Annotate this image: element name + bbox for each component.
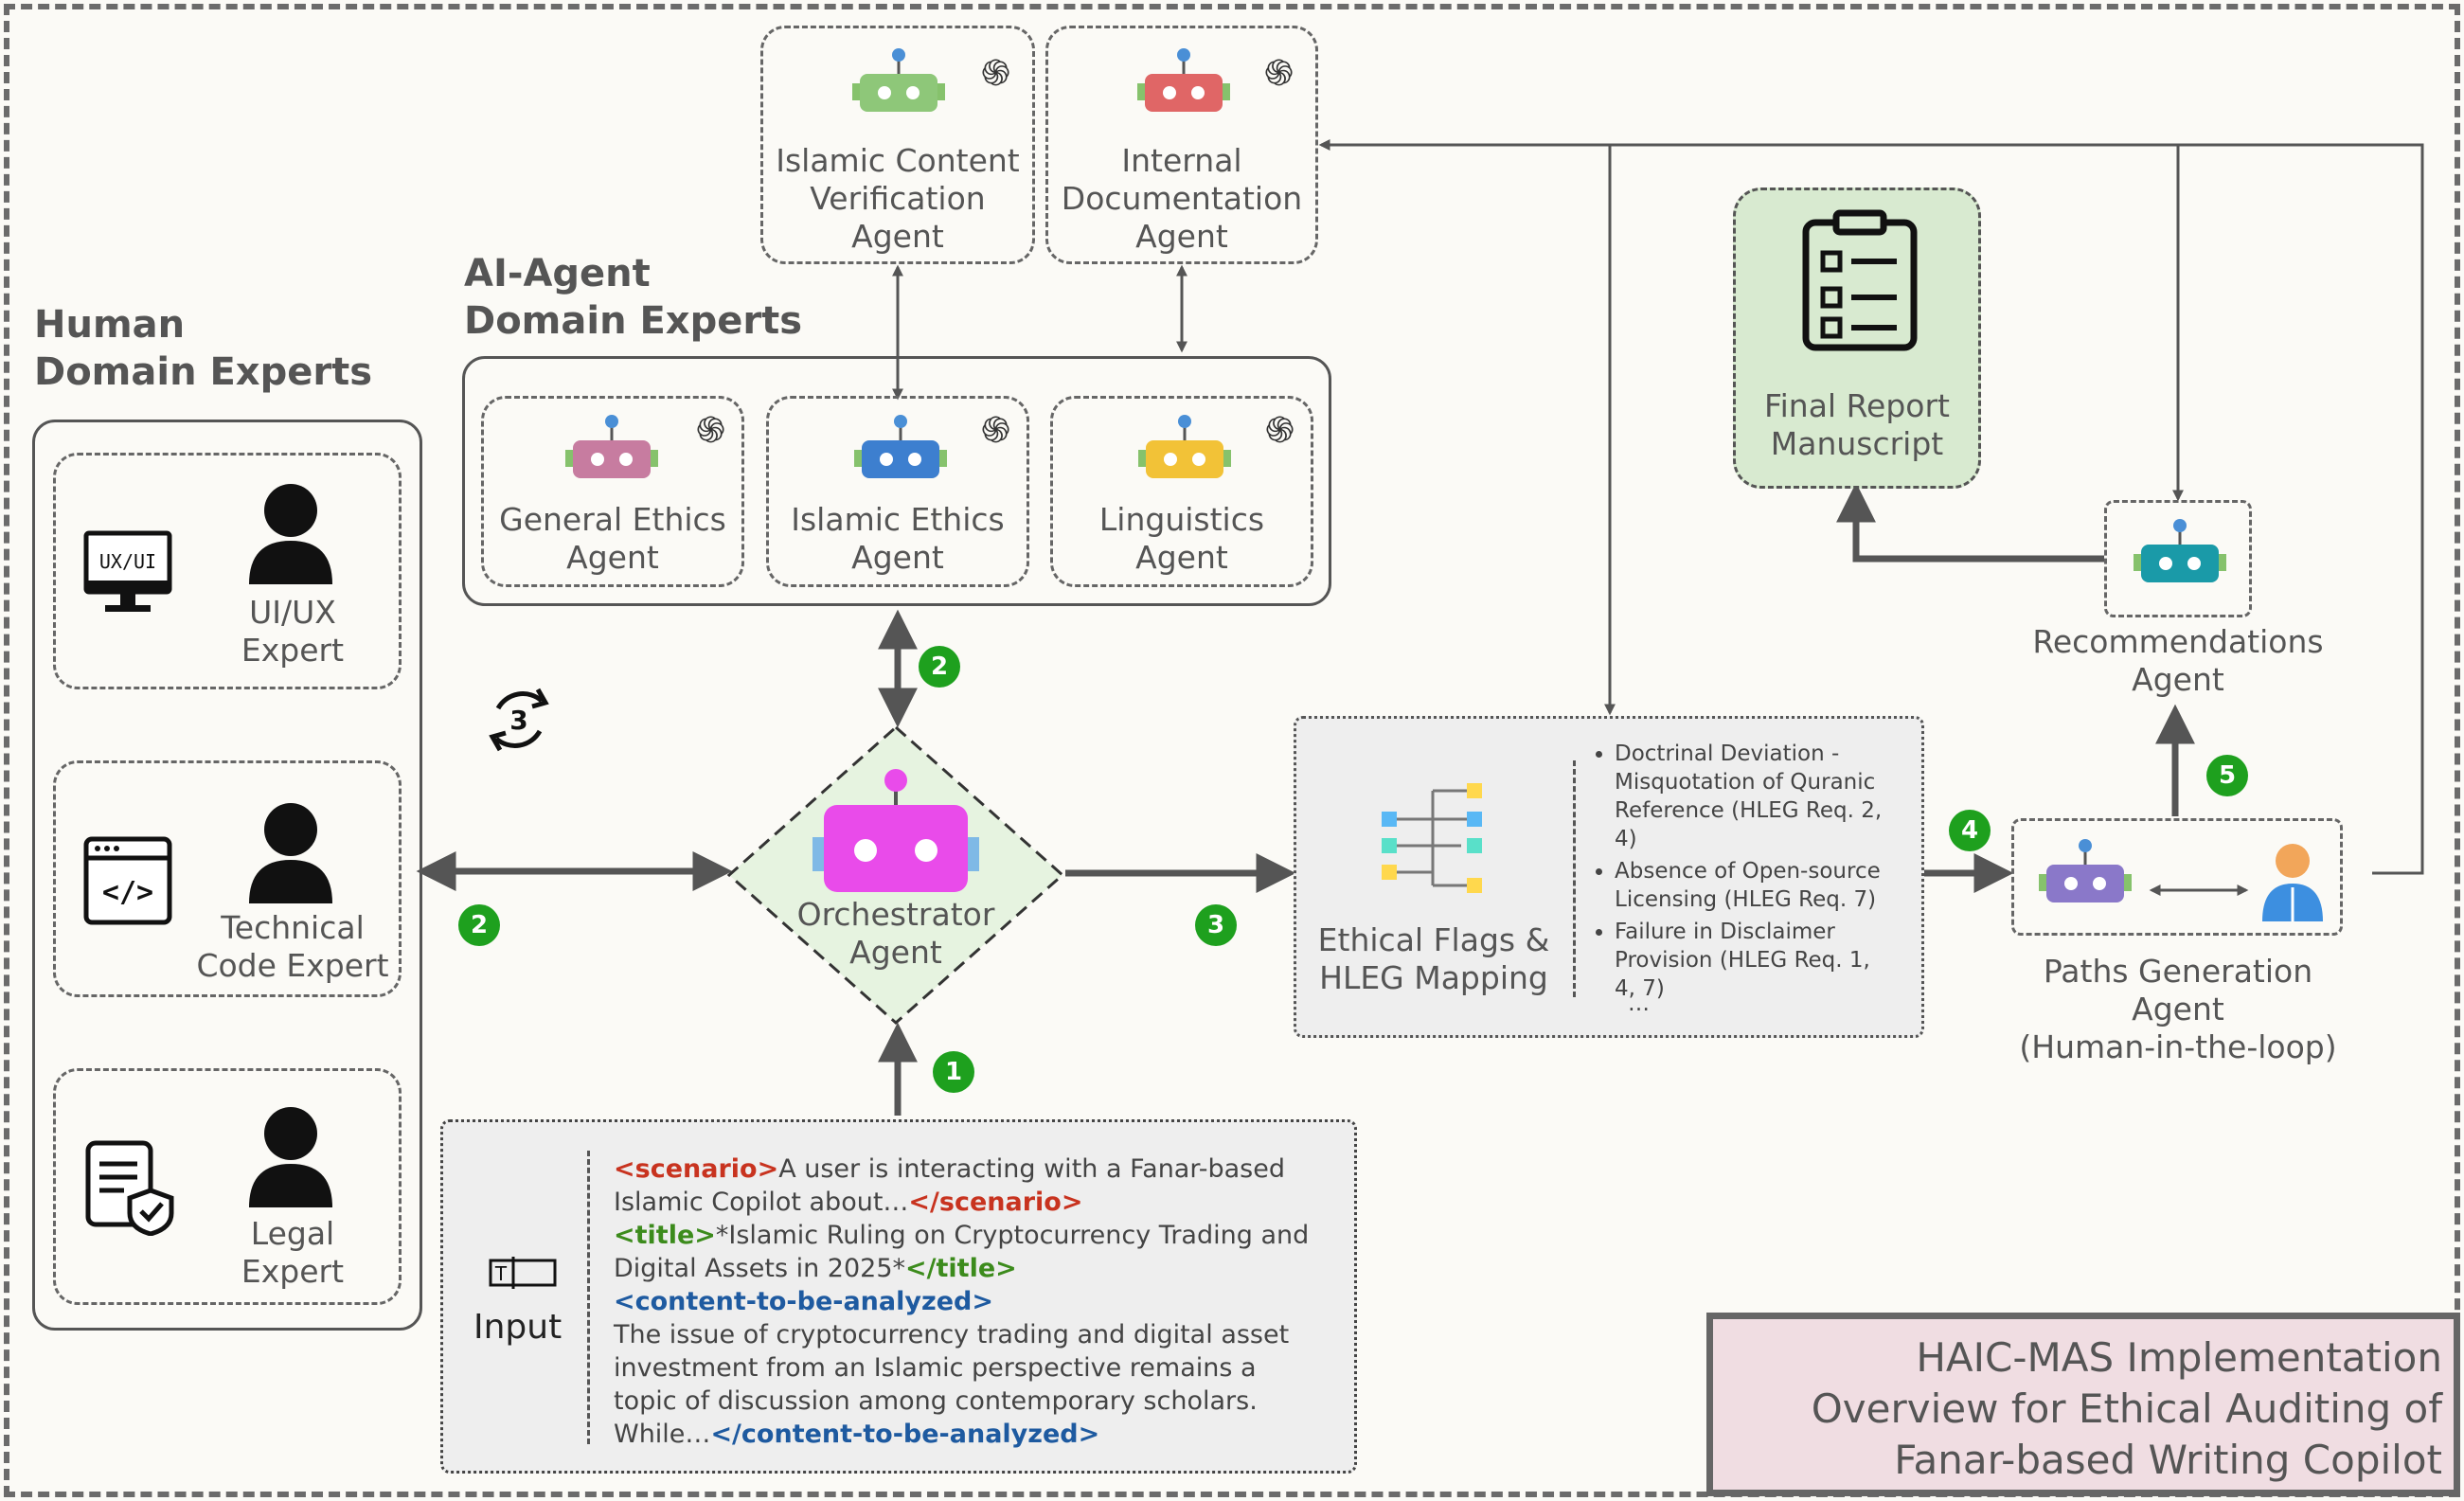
step-badge-2: 2 xyxy=(458,904,500,946)
paths-generation-label: Paths Generation Agent (Human-in-the-loo… xyxy=(2019,953,2337,1065)
flags-divider xyxy=(1573,760,1577,997)
ai-panel-title: AI-Agent Domain Experts xyxy=(464,252,803,343)
document-shield-icon xyxy=(85,1140,174,1236)
openai-logo-icon: ֍ xyxy=(981,409,1011,451)
agent-card-internal-documentation: ֍ Internal Documentation Agent xyxy=(1045,26,1318,264)
orchestrator-label: Orchestrator Agent xyxy=(796,896,995,971)
svg-text:</>: </> xyxy=(102,876,153,909)
person-icon xyxy=(249,1107,332,1207)
step-badge-3: 3 xyxy=(1195,904,1237,946)
code-window-icon: </> xyxy=(83,836,172,925)
openai-logo-icon: ֍ xyxy=(1265,409,1295,451)
agent-label-linguistics: Linguistics Agent xyxy=(1098,501,1265,576)
human-user-icon xyxy=(2262,844,2323,921)
ethical-flags-box: Ethical Flags & HLEG Mapping Doctrinal D… xyxy=(1294,716,1924,1038)
robot-icon xyxy=(2039,839,2132,902)
human-panel-title: Human Domain Experts xyxy=(34,303,373,394)
arrow-feedback-internal-docs xyxy=(1318,139,2424,875)
agent-label-islamic-ethics: Islamic Ethics Agent xyxy=(791,501,1005,576)
monitor-icon: UX/UI xyxy=(83,530,172,612)
robot-icon xyxy=(854,415,947,478)
robot-icon xyxy=(1138,415,1231,478)
final-report-box: Final Report Manuscript xyxy=(1733,188,1981,489)
agent-label-islamic-content-verification: Islamic Content Verification Agent xyxy=(776,142,1020,255)
input-label: Input xyxy=(473,1308,562,1347)
agent-card-linguistics: ֍ Linguistics Agent xyxy=(1050,396,1313,587)
figure-title-box: HAIC-MAS Implementation Overview for Eth… xyxy=(1706,1313,2460,1496)
person-icon xyxy=(249,484,332,584)
step-badge-4: 4 xyxy=(1949,810,1991,851)
expert-card-uiux: UX/UI UI/UX Expert xyxy=(53,453,402,689)
robot-icon xyxy=(852,48,945,112)
openai-logo-icon: ֍ xyxy=(1264,52,1294,94)
hierarchy-icon xyxy=(1382,783,1482,893)
expert-card-technical: </> Technical Code Expert xyxy=(53,760,402,997)
agent-label-general-ethics: General Ethics Agent xyxy=(499,501,726,576)
step-badge-5: 5 xyxy=(2206,755,2248,796)
expert-card-legal: Legal Expert xyxy=(53,1068,402,1305)
agent-card-islamic-ethics: ֍ Islamic Ethics Agent xyxy=(766,396,1029,587)
openai-logo-icon: ֍ xyxy=(696,409,726,451)
ai-agents-panel xyxy=(462,356,1331,606)
final-report-label: Final Report Manuscript xyxy=(1764,387,1950,462)
human-experts-panel xyxy=(32,420,422,1331)
agent-card-general-ethics: ֍ General Ethics Agent xyxy=(481,396,744,587)
expert-label-technical: Technical Code Expert xyxy=(196,909,389,984)
recommendations-label: Recommendations Agent xyxy=(2032,623,2324,698)
step-badge-2: 2 xyxy=(919,646,960,688)
refresh-loop-icon: 3 xyxy=(489,688,549,752)
orchestrator-diamond xyxy=(726,724,1065,1026)
step-badge-1: 1 xyxy=(933,1051,974,1093)
agent-card-islamic-content-verification: ֍ Islamic Content Verification Agent xyxy=(760,26,1035,264)
input-box: T Input <scenario>A user is interacting … xyxy=(440,1119,1357,1474)
robot-icon xyxy=(1137,48,1230,112)
text-field-icon: T xyxy=(489,1257,557,1289)
svg-text:T: T xyxy=(494,1262,508,1285)
flags-list: Doctrinal Deviation -Misquotation of Qur… xyxy=(1590,740,1912,1007)
person-icon xyxy=(249,803,332,903)
svg-text:UX/UI: UX/UI xyxy=(99,550,156,573)
input-text: <scenario>A user is interacting with a F… xyxy=(614,1154,1310,1449)
outer-frame xyxy=(4,4,2460,1497)
paths-generation-box xyxy=(2011,818,2343,936)
ethical-flags-label: Ethical Flags & HLEG Mapping xyxy=(1317,921,1550,996)
arrow-recommendations-report xyxy=(1836,482,2104,563)
input-divider xyxy=(587,1151,591,1444)
agent-label-internal-documentation: Internal Documentation Agent xyxy=(1061,142,1303,255)
robot-icon xyxy=(565,415,658,478)
robot-icon xyxy=(2134,519,2226,582)
figure-title: HAIC-MAS Implementation Overview for Eth… xyxy=(1811,1334,2442,1483)
flags-ellipsis: … xyxy=(1628,992,1650,1016)
expert-label-legal: Legal Expert xyxy=(241,1215,345,1290)
openai-logo-icon: ֍ xyxy=(981,52,1011,94)
flag-item: Doctrinal Deviation -Misquotation of Qur… xyxy=(1615,740,1912,853)
expert-label-uiux: UI/UX Expert xyxy=(241,594,345,669)
clipboard-checklist-icon xyxy=(1802,209,1918,351)
recommendations-agent-box xyxy=(2104,500,2252,617)
svg-text:3: 3 xyxy=(509,705,527,736)
